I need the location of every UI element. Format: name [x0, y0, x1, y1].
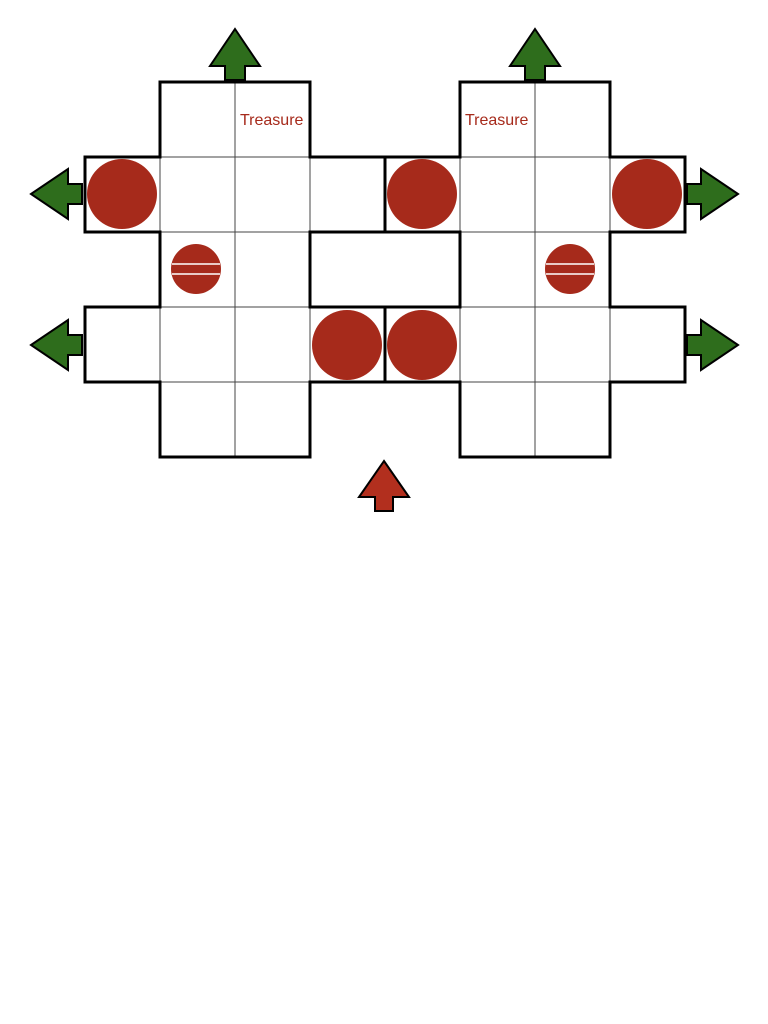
- small-token-body: [171, 244, 221, 294]
- cell[interactable]: [309, 156, 386, 233]
- exit-arrows: [29, 27, 740, 372]
- small-striped-token[interactable]: [545, 244, 595, 294]
- small-striped-token[interactable]: [171, 244, 221, 294]
- exit-arrow-up-icon[interactable]: [208, 27, 262, 81]
- exit-arrow-up-icon[interactable]: [508, 27, 562, 81]
- cell[interactable]: [459, 231, 536, 308]
- cell[interactable]: [459, 156, 536, 233]
- large-token[interactable]: [612, 159, 682, 229]
- exit-arrow-left-icon[interactable]: [29, 167, 83, 221]
- cell[interactable]: [459, 381, 536, 458]
- cell[interactable]: [534, 156, 611, 233]
- cell[interactable]: [159, 156, 236, 233]
- small-token-body: [545, 244, 595, 294]
- exit-arrow-left-icon[interactable]: [29, 318, 83, 372]
- treasure-label: Treasure: [240, 112, 304, 129]
- exit-arrow-right-icon[interactable]: [686, 167, 740, 221]
- large-token[interactable]: [387, 310, 457, 380]
- treasure-label: Treasure: [465, 112, 529, 129]
- large-tokens: [87, 159, 682, 380]
- cell[interactable]: [459, 306, 536, 383]
- cell[interactable]: [234, 81, 311, 158]
- large-token[interactable]: [87, 159, 157, 229]
- walls: [83, 80, 687, 459]
- entry-arrow-up-icon[interactable]: [357, 459, 411, 512]
- cell[interactable]: [84, 306, 161, 383]
- exit-arrow-right-icon[interactable]: [686, 318, 740, 372]
- cell[interactable]: [534, 81, 611, 158]
- cell[interactable]: [234, 306, 311, 383]
- cell[interactable]: [159, 381, 236, 458]
- cell[interactable]: [609, 306, 686, 383]
- cell[interactable]: [234, 156, 311, 233]
- right-room-wall: [383, 80, 687, 459]
- cell[interactable]: [534, 381, 611, 458]
- large-token[interactable]: [387, 159, 457, 229]
- cell[interactable]: [159, 306, 236, 383]
- cell[interactable]: [234, 381, 311, 458]
- cell[interactable]: [534, 306, 611, 383]
- cell[interactable]: [234, 231, 311, 308]
- large-token[interactable]: [312, 310, 382, 380]
- cell[interactable]: [159, 81, 236, 158]
